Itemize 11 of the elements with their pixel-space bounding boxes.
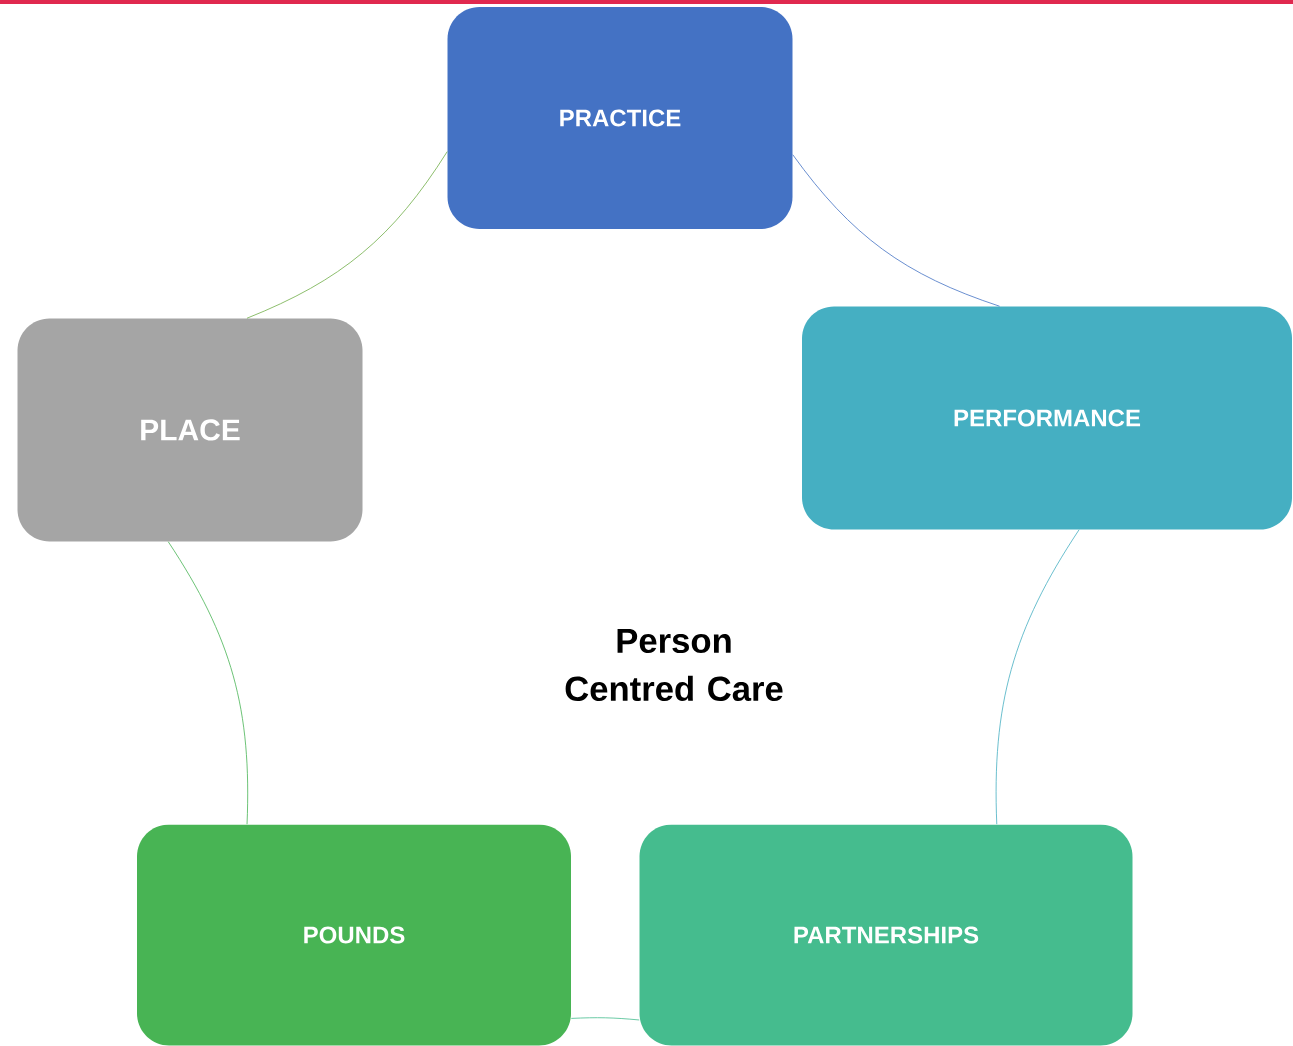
center-text: Person Centred Care (565, 628, 783, 702)
rounded-box: POUNDS (137, 824, 571, 1046)
connector-arc (995, 529, 1080, 825)
rounded-box: PRACTICE (447, 7, 793, 229)
rounded-box: PLACE (17, 318, 363, 542)
rounded-box: PERFORMANCE (802, 306, 1292, 530)
connector-arc (570, 1017, 640, 1021)
rounded-box: PARTNERSHIPS (639, 824, 1133, 1046)
connector-arc (792, 154, 1000, 307)
connector-arc (167, 541, 249, 825)
connector-arc (246, 151, 448, 319)
